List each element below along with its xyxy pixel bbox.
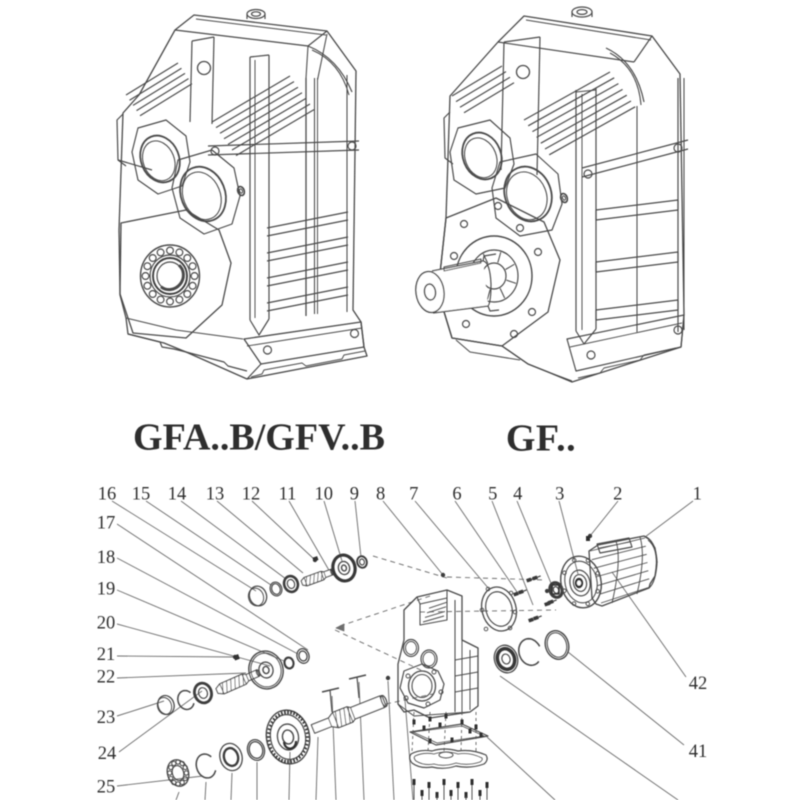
svg-text:10: 10 [315,485,334,505]
svg-text:3: 3 [555,485,564,505]
svg-text:4: 4 [513,485,522,505]
svg-text:15: 15 [132,485,151,505]
svg-text:17: 17 [97,514,116,534]
svg-text:2: 2 [613,485,622,505]
svg-text:9: 9 [350,485,359,505]
svg-text:22: 22 [97,668,116,688]
svg-text:5: 5 [488,485,497,505]
svg-text:6: 6 [452,485,461,505]
svg-text:25: 25 [97,778,116,798]
svg-text:19: 19 [97,580,116,600]
svg-text:23: 23 [97,708,116,728]
svg-text:18: 18 [97,548,116,568]
svg-text:42: 42 [689,674,708,694]
svg-text:8: 8 [376,485,385,505]
svg-text:24: 24 [98,744,117,764]
svg-text:41: 41 [689,742,708,762]
svg-text:1: 1 [693,485,702,505]
svg-text:14: 14 [168,485,187,505]
svg-text:7: 7 [409,485,418,505]
svg-text:20: 20 [97,614,116,634]
svg-text:16: 16 [98,485,117,505]
svg-text:21: 21 [97,645,116,665]
svg-text:11: 11 [279,485,297,505]
svg-text:12: 12 [242,485,261,505]
svg-text:GFA..B/GFV..B: GFA..B/GFV..B [133,417,385,459]
svg-text:13: 13 [206,485,225,505]
svg-text:GF..: GF.. [506,417,576,459]
